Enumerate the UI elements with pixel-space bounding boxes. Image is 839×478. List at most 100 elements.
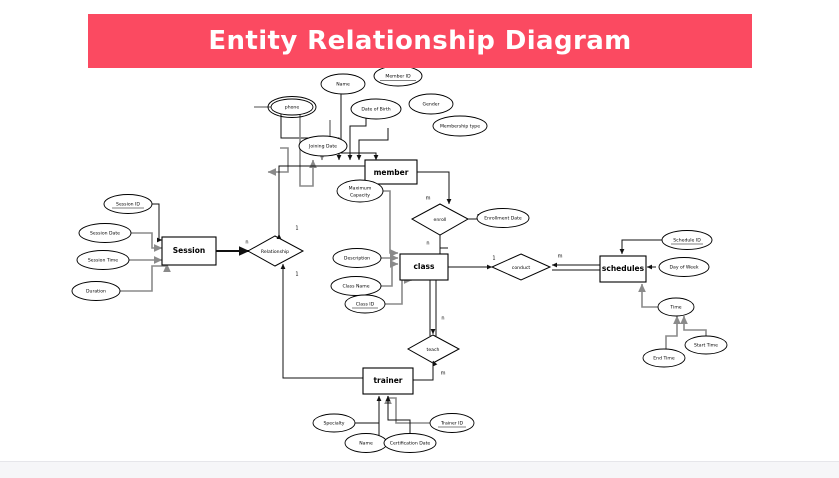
attribute-class-name[interactable]: Class Name bbox=[330, 276, 382, 296]
attribute-class-name-label: Class Name bbox=[342, 284, 369, 290]
attribute-session-time-label: Session Time bbox=[88, 258, 118, 264]
attribute-session-date[interactable]: Session Date bbox=[78, 223, 132, 243]
er-diagram-svg: member Member ID Name phone Date of Birt… bbox=[71, 68, 728, 453]
link-specialty-trainer bbox=[355, 395, 382, 424]
attribute-date-of-birth-label: Date of Birth bbox=[361, 107, 390, 113]
attribute-enrollment-date[interactable]: Enrollment Date bbox=[476, 208, 530, 228]
attribute-end-time-label: End Time bbox=[653, 356, 675, 362]
link-enroll-class bbox=[439, 235, 448, 249]
attribute-gender-label: Gender bbox=[423, 102, 440, 108]
attribute-schedule-id-label: Schedule ID bbox=[673, 238, 701, 244]
link-classname-class bbox=[381, 260, 399, 287]
attribute-specialty[interactable]: Specialty bbox=[312, 413, 356, 433]
attribute-trainer-id[interactable]: Trainer ID bbox=[429, 413, 475, 433]
attribute-time[interactable]: Time bbox=[657, 297, 695, 317]
attribute-maximum-capacity-line2: Capacity bbox=[350, 193, 370, 199]
attribute-phone-label: phone bbox=[285, 105, 300, 111]
attribute-name-member[interactable]: Name bbox=[320, 73, 366, 95]
entity-session-label: Session bbox=[173, 246, 205, 255]
attribute-certification-date[interactable]: Certification Date bbox=[383, 433, 437, 453]
attribute-enrollment-date-label: Enrollment Date bbox=[484, 216, 522, 222]
link-endtime-time bbox=[665, 315, 681, 358]
attribute-time-label: Time bbox=[669, 305, 681, 311]
entity-trainer-box[interactable] bbox=[362, 367, 414, 395]
attribute-date-of-birth[interactable]: Date of Birth bbox=[350, 98, 402, 120]
bottom-band bbox=[0, 461, 839, 478]
link-maxcapacity-class bbox=[378, 190, 399, 257]
attribute-trainer-id-label: Trainer ID bbox=[440, 421, 464, 427]
relationship-teach[interactable]: teach bbox=[406, 334, 461, 364]
attribute-name-trainer-label: Name bbox=[359, 441, 373, 447]
page-title: Entity Relationship Diagram bbox=[208, 26, 632, 56]
title-banner: Entity Relationship Diagram bbox=[88, 14, 752, 68]
link-gender-member bbox=[347, 116, 367, 161]
attribute-description[interactable]: Description bbox=[332, 248, 382, 268]
attribute-phone[interactable]: phone bbox=[267, 96, 317, 118]
entity-class-label: class bbox=[413, 262, 435, 271]
attribute-membership-type-label: Membership type bbox=[440, 124, 480, 130]
link-enroll-enrollmentdate bbox=[468, 214, 479, 220]
diagram-canvas: member Member ID Name phone Date of Birt… bbox=[0, 68, 839, 453]
attribute-gender[interactable]: Gender bbox=[408, 93, 454, 115]
link-classid-class bbox=[384, 276, 413, 305]
relationship-generic-label: Relationship bbox=[261, 249, 289, 255]
attribute-joining-date-label: Joining Date bbox=[308, 144, 337, 150]
attribute-member-id-label: Member ID bbox=[385, 74, 411, 80]
attribute-session-id-label: Session ID bbox=[116, 202, 140, 208]
cardinality-relationship-left: n bbox=[245, 240, 248, 246]
link-relationship-trainer bbox=[282, 266, 363, 379]
entity-session-box[interactable] bbox=[161, 236, 217, 266]
cardinality-teach-top: n bbox=[441, 316, 444, 322]
attribute-membership-type[interactable]: Membership type bbox=[432, 115, 488, 137]
attribute-duration-label: Duration bbox=[86, 289, 106, 295]
relationship-conduct-label: conduct bbox=[512, 265, 531, 271]
link-teach-trainer-arrow bbox=[432, 360, 438, 367]
attribute-certification-date-label: Certification Date bbox=[390, 441, 431, 447]
link-joiningdate-member bbox=[267, 147, 289, 176]
attribute-session-date-label: Session Date bbox=[90, 231, 120, 237]
attribute-maximum-capacity-line1: Maximum bbox=[349, 186, 372, 192]
cardinality-conduct-right: m bbox=[558, 254, 563, 260]
link-scheduleid-schedules bbox=[619, 239, 662, 255]
attribute-session-time[interactable]: Session Time bbox=[76, 250, 130, 270]
attribute-member-id[interactable]: Member ID bbox=[373, 68, 423, 87]
relationship-conduct[interactable]: conduct bbox=[490, 253, 552, 281]
entity-schedules-label: schedules bbox=[602, 264, 645, 273]
cardinality-enroll-bottom: n bbox=[426, 241, 429, 247]
relationship-generic[interactable]: Relationship bbox=[246, 235, 305, 267]
relationship-enroll-label: enroll bbox=[434, 217, 447, 223]
attribute-session-id[interactable]: Session ID bbox=[103, 194, 153, 214]
attribute-class-id[interactable]: Class ID bbox=[344, 294, 386, 314]
attribute-start-time[interactable]: Start Time bbox=[684, 335, 728, 355]
link-duration-session bbox=[116, 263, 171, 292]
attribute-day-of-week[interactable]: Day of Week bbox=[658, 257, 710, 277]
relationship-enroll[interactable]: enroll bbox=[410, 203, 470, 236]
entity-trainer-label: trainer bbox=[373, 376, 402, 385]
entity-class-box[interactable] bbox=[399, 253, 449, 281]
cardinality-enroll-top: m bbox=[426, 196, 431, 202]
attribute-class-id-label: Class ID bbox=[356, 302, 375, 308]
attribute-joining-date[interactable]: Joining Date bbox=[298, 135, 348, 157]
attribute-description-label: Description bbox=[344, 256, 370, 262]
attribute-duration[interactable]: Duration bbox=[71, 281, 121, 301]
relationship-teach-label: teach bbox=[427, 347, 440, 353]
link-relationship-member bbox=[278, 165, 365, 236]
attribute-start-time-label: Start Time bbox=[694, 343, 718, 349]
attribute-name-member-label: Name bbox=[336, 82, 350, 88]
attribute-specialty-label: Specialty bbox=[323, 421, 344, 427]
link-membershiptype-member bbox=[356, 128, 389, 161]
link-sessionid-session bbox=[148, 203, 163, 243]
cardinality-relationship-top: 1 bbox=[295, 226, 298, 232]
attribute-end-time[interactable]: End Time bbox=[642, 348, 686, 368]
cardinality-relationship-bottom: 1 bbox=[295, 272, 298, 278]
cardinality-teach-bottom: m bbox=[441, 371, 446, 377]
attribute-name-trainer[interactable]: Name bbox=[344, 433, 388, 453]
attribute-maximum-capacity[interactable]: Maximum Capacity bbox=[336, 179, 384, 203]
link-member-enroll bbox=[417, 171, 452, 205]
entity-schedules-box[interactable] bbox=[599, 255, 647, 283]
link-certificationdate-trainer bbox=[385, 395, 411, 440]
attribute-day-of-week-label: Day of Week bbox=[669, 265, 698, 271]
attribute-schedule-id[interactable]: Schedule ID bbox=[661, 230, 713, 250]
link-sessiondate-session bbox=[123, 232, 163, 252]
